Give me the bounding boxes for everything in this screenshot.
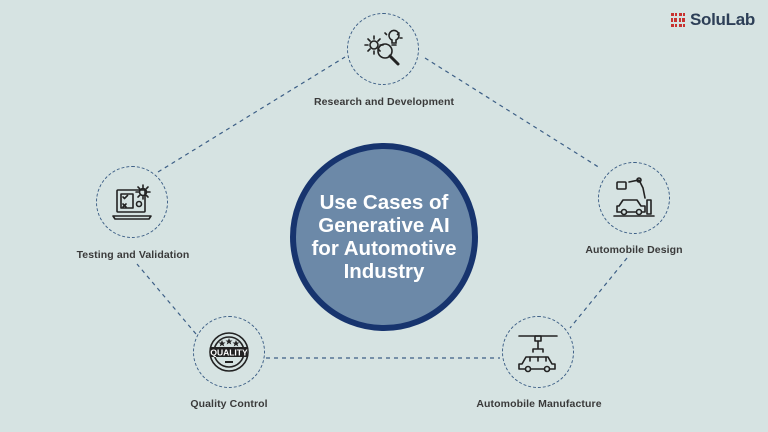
label-automobile-manufacture: Automobile Manufacture (476, 398, 602, 410)
label-research-and-development: Research and Development (313, 96, 455, 108)
center-title: Use Cases of Generative AI for Automotiv… (311, 191, 457, 283)
center-hub: Use Cases of Generative AI for Automotiv… (290, 143, 478, 331)
connector-testing-research (157, 56, 346, 173)
connector-design-manufacture (569, 257, 628, 329)
node-research-and-development (347, 13, 419, 85)
label-automobile-design: Automobile Design (585, 244, 683, 256)
gear-magnifier-icon (364, 29, 403, 66)
node-automobile-design (598, 162, 670, 234)
label-quality-control: Quality Control (190, 398, 268, 410)
brand-name: SoluLab (690, 10, 755, 29)
solulab-logo-icon (671, 13, 685, 27)
solulab-logo: SoluLab (670, 10, 755, 30)
laptop-checklist-gear-icon (112, 184, 152, 220)
node-quality-control: QUALITY (193, 316, 265, 388)
node-automobile-manufacture (502, 316, 574, 388)
quality-stamp-icon: QUALITY (209, 332, 249, 372)
connector-quality-testing (136, 263, 197, 335)
robot-arm-car-icon (613, 177, 655, 217)
assembly-line-car-icon (518, 335, 558, 373)
node-testing-and-validation (96, 166, 168, 238)
svg-text:QUALITY: QUALITY (210, 348, 248, 358)
label-testing-and-validation: Testing and Validation (76, 249, 190, 261)
connector-research-design (424, 57, 601, 169)
